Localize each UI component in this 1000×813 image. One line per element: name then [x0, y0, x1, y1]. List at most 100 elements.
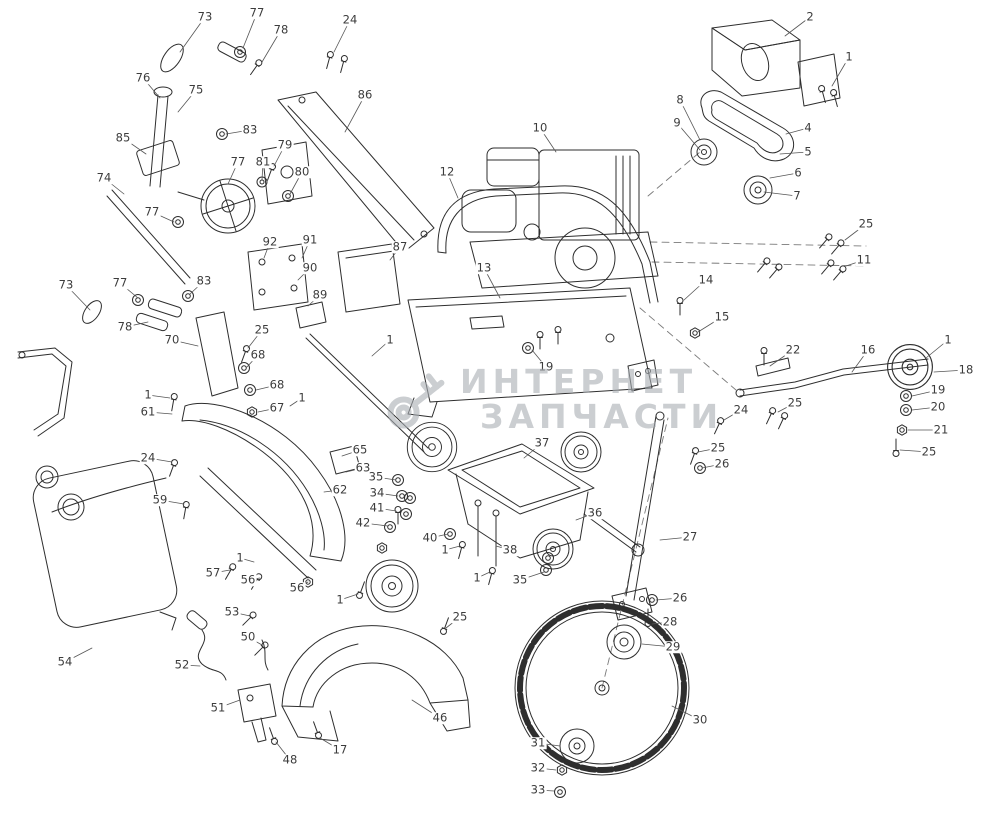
part-callout-4: 4 [803, 120, 813, 135]
belt-guard-plate-drawing [277, 91, 435, 253]
part-callout-15: 15 [713, 309, 731, 324]
part-callout-51: 51 [209, 700, 227, 715]
part-callout-13: 13 [475, 260, 493, 275]
part-callout-17: 17 [331, 742, 349, 757]
part-callout-9: 9 [672, 115, 682, 130]
part-callout-1: 1 [143, 387, 153, 402]
part-callout-73: 73 [57, 277, 75, 292]
part-callout-56: 56 [239, 572, 257, 587]
hose-drawing [186, 610, 269, 681]
part-callout-57: 57 [204, 565, 222, 580]
leader-line [344, 94, 366, 133]
part-callout-10: 10 [531, 120, 549, 135]
part-callout-83: 83 [241, 122, 259, 137]
part-callout-54: 54 [56, 654, 74, 669]
part-callout-35: 35 [367, 469, 385, 484]
part-callout-16: 16 [859, 342, 877, 357]
part-callout-77: 77 [248, 5, 266, 20]
part-callout-77: 77 [229, 154, 247, 169]
part-callout-27: 27 [681, 529, 699, 544]
part-callout-65: 65 [351, 442, 369, 457]
part-callout-8: 8 [675, 92, 685, 107]
part-callout-91: 91 [301, 232, 319, 247]
part-callout-24: 24 [732, 402, 750, 417]
part-callout-40: 40 [421, 530, 439, 545]
part-callout-68: 68 [268, 377, 286, 392]
part-callout-37: 37 [533, 435, 551, 450]
part-callout-26: 26 [713, 456, 731, 471]
part-callout-12: 12 [438, 164, 456, 179]
part-callout-20: 20 [929, 399, 947, 414]
part-callout-24: 24 [139, 450, 157, 465]
part-callout-22: 22 [784, 342, 802, 357]
part-callout-48: 48 [281, 752, 299, 767]
part-callout-1: 1 [297, 390, 307, 405]
part-callout-25: 25 [857, 216, 875, 231]
part-callout-36: 36 [586, 505, 604, 520]
part-callout-1: 1 [943, 332, 953, 347]
part-callout-75: 75 [187, 82, 205, 97]
leader-line [179, 16, 206, 53]
part-callout-7: 7 [792, 188, 802, 203]
part-callout-90: 90 [301, 260, 319, 275]
part-callout-81: 81 [254, 154, 272, 169]
leader-line [779, 151, 809, 155]
part-callout-19: 19 [929, 382, 947, 397]
part-callout-73: 73 [196, 9, 214, 24]
part-callout-1: 1 [385, 332, 395, 347]
leader-line [763, 191, 798, 197]
part-callout-1: 1 [235, 550, 245, 565]
belt-drive-drawing [690, 90, 795, 205]
part-callout-41: 41 [368, 500, 386, 515]
right-handle-drawing [735, 344, 933, 398]
handle-mount-drawing [711, 19, 841, 107]
part-callout-35: 35 [511, 572, 529, 587]
part-callout-25: 25 [451, 609, 469, 624]
part-callout-68: 68 [249, 347, 267, 362]
part-callout-25: 25 [920, 444, 938, 459]
part-callout-78: 78 [272, 22, 290, 37]
part-callout-74: 74 [95, 170, 113, 185]
part-callout-33: 33 [529, 782, 547, 797]
part-callout-24: 24 [341, 12, 359, 27]
part-callout-32: 32 [529, 760, 547, 775]
part-callout-25: 25 [253, 322, 271, 337]
cart-frame-drawing [447, 443, 595, 567]
part-callout-30: 30 [691, 712, 709, 727]
engine-drawing [461, 147, 659, 289]
part-callout-25: 25 [709, 440, 727, 455]
part-callout-70: 70 [163, 332, 181, 347]
fender-plate-drawing [181, 402, 346, 579]
part-callout-25: 25 [786, 395, 804, 410]
part-callout-53: 53 [223, 604, 241, 619]
blade-flange-drawing [559, 728, 595, 764]
part-callout-77: 77 [143, 204, 161, 219]
mount-bracket-drawing [237, 683, 277, 743]
part-callout-76: 76 [134, 70, 152, 85]
part-callout-56: 56 [288, 580, 306, 595]
mount-plates-drawing [247, 243, 401, 329]
part-callout-62: 62 [331, 482, 349, 497]
part-callout-19: 19 [537, 359, 555, 374]
axle-shaft-drawing [583, 411, 665, 660]
leader-line [769, 172, 799, 179]
part-callout-87: 87 [391, 239, 409, 254]
part-callout-29: 29 [664, 639, 682, 654]
part-callout-61: 61 [139, 404, 157, 419]
part-callout-1: 1 [335, 592, 345, 607]
part-callout-1: 1 [844, 49, 854, 64]
part-callout-92: 92 [261, 234, 279, 249]
part-callout-67: 67 [268, 400, 286, 415]
part-callout-26: 26 [671, 590, 689, 605]
part-callout-11: 11 [855, 252, 873, 267]
part-callout-1: 1 [440, 542, 450, 557]
left-arm-drawing [17, 347, 73, 437]
part-callout-85: 85 [114, 130, 132, 145]
part-callout-5: 5 [803, 144, 813, 159]
water-tank-drawing [32, 460, 178, 631]
part-callout-14: 14 [697, 272, 715, 287]
support-arm-drawing [195, 311, 429, 475]
part-callout-42: 42 [354, 515, 372, 530]
guide-pointer-assembly-drawing [82, 41, 313, 332]
part-callout-46: 46 [431, 710, 449, 725]
